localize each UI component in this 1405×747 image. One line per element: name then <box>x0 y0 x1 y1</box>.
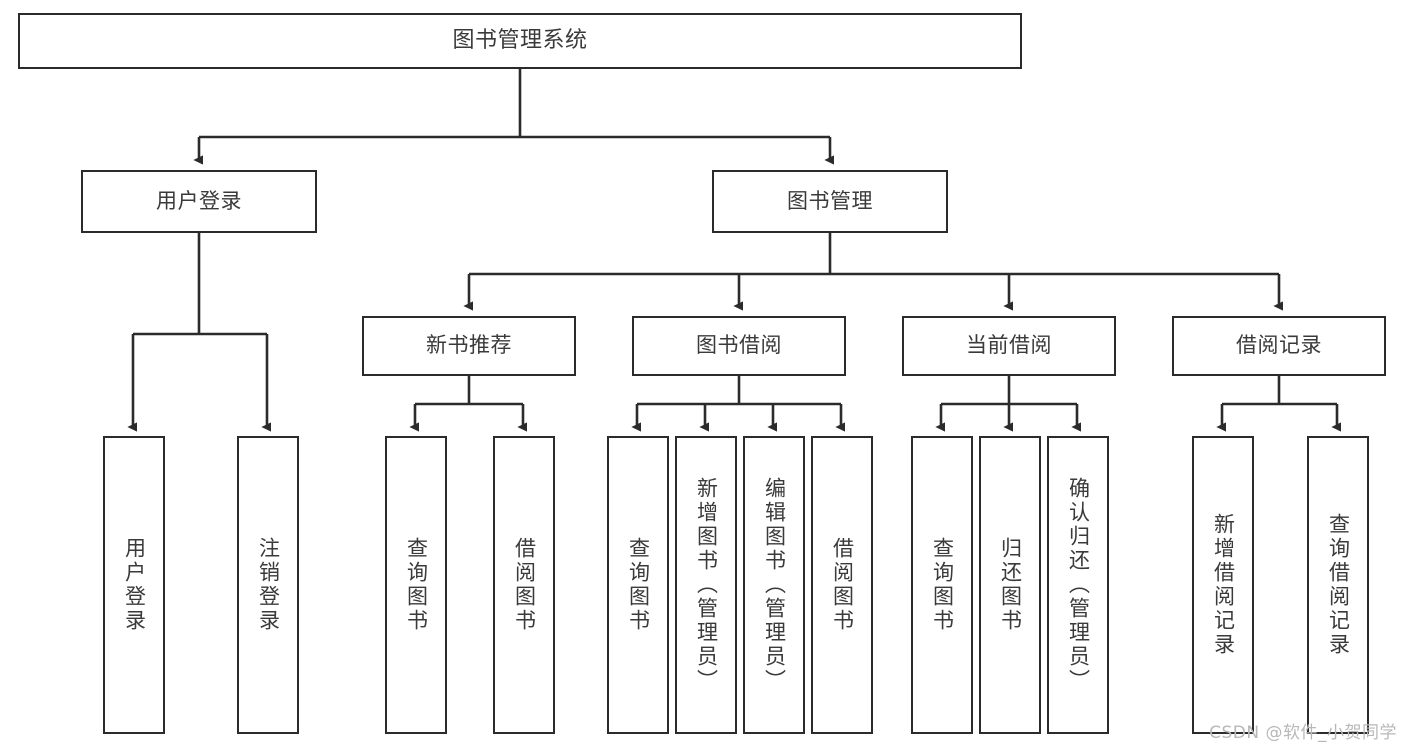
node-leaf-confirm-return[interactable]: 确认归还（管理员） <box>1047 436 1109 734</box>
node-leaf-query-record[interactable]: 查询借阅记录 <box>1307 436 1369 734</box>
node-leaf-add-book[interactable]: 新增图书（管理员） <box>675 436 737 734</box>
node-new-book-recommend[interactable]: 新书推荐 <box>362 316 576 376</box>
node-label-current-borrow: 当前借阅 <box>966 333 1052 358</box>
node-borrow-record[interactable]: 借阅记录 <box>1172 316 1386 376</box>
node-leaf-query-book-1[interactable]: 查询图书 <box>385 436 447 734</box>
node-label-leaf-add-record: 新增借阅记录 <box>1211 513 1236 657</box>
node-label-leaf-borrow-book-2: 借阅图书 <box>830 537 855 633</box>
node-label-leaf-borrow-book-1: 借阅图书 <box>512 537 537 633</box>
node-user-login[interactable]: 用户登录 <box>81 170 317 233</box>
node-label-borrow-record: 借阅记录 <box>1236 333 1322 358</box>
node-label-book-borrow: 图书借阅 <box>696 333 782 358</box>
node-leaf-query-book-3[interactable]: 查询图书 <box>911 436 973 734</box>
node-leaf-edit-book[interactable]: 编辑图书（管理员） <box>743 436 805 734</box>
node-label-leaf-user-login: 用户登录 <box>122 537 147 633</box>
node-label-root: 图书管理系统 <box>452 27 588 53</box>
node-label-leaf-query-book-1: 查询图书 <box>404 537 429 633</box>
node-leaf-return-book[interactable]: 归还图书 <box>979 436 1041 734</box>
node-book-manage[interactable]: 图书管理 <box>712 170 948 233</box>
node-label-leaf-return-book: 归还图书 <box>998 537 1023 633</box>
node-root-system[interactable]: 图书管理系统 <box>18 13 1022 69</box>
node-leaf-borrow-book-2[interactable]: 借阅图书 <box>811 436 873 734</box>
node-label-leaf-edit-book: 编辑图书（管理员） <box>762 477 787 693</box>
node-label-leaf-query-record: 查询借阅记录 <box>1326 513 1351 657</box>
node-leaf-logout[interactable]: 注销登录 <box>237 436 299 734</box>
node-label-new-book-recommend: 新书推荐 <box>426 333 512 358</box>
node-leaf-borrow-book-1[interactable]: 借阅图书 <box>493 436 555 734</box>
node-label-leaf-add-book: 新增图书（管理员） <box>694 477 719 693</box>
node-leaf-query-book-2[interactable]: 查询图书 <box>607 436 669 734</box>
watermark-text: CSDN @软件_小贺同学 <box>1209 723 1397 743</box>
node-label-leaf-query-book-3: 查询图书 <box>930 537 955 633</box>
node-label-user-login: 用户登录 <box>156 188 242 213</box>
node-leaf-user-login[interactable]: 用户登录 <box>103 436 165 734</box>
node-book-borrow[interactable]: 图书借阅 <box>632 316 846 376</box>
node-label-leaf-query-book-2: 查询图书 <box>626 537 651 633</box>
node-label-leaf-confirm-return: 确认归还（管理员） <box>1066 477 1091 693</box>
node-label-leaf-logout: 注销登录 <box>256 537 281 633</box>
node-current-borrow[interactable]: 当前借阅 <box>902 316 1116 376</box>
node-label-book-manage: 图书管理 <box>787 188 873 213</box>
node-leaf-add-record[interactable]: 新增借阅记录 <box>1192 436 1254 734</box>
